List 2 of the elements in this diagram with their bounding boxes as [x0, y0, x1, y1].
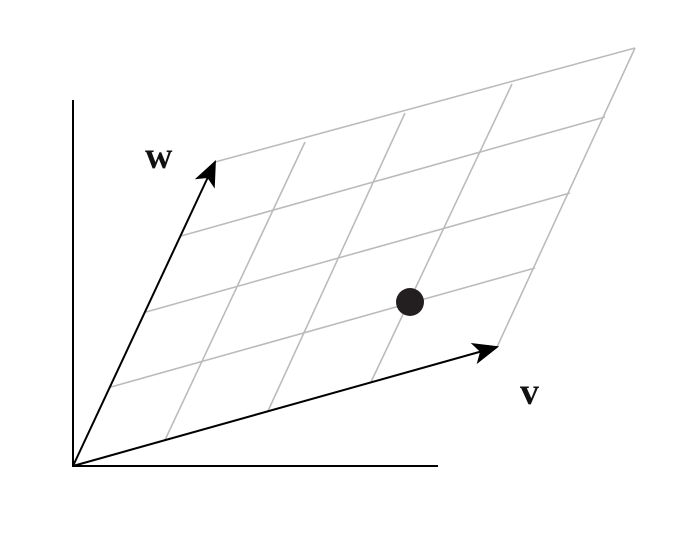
vector-label: w — [145, 137, 172, 175]
vector-label: v — [520, 373, 539, 411]
